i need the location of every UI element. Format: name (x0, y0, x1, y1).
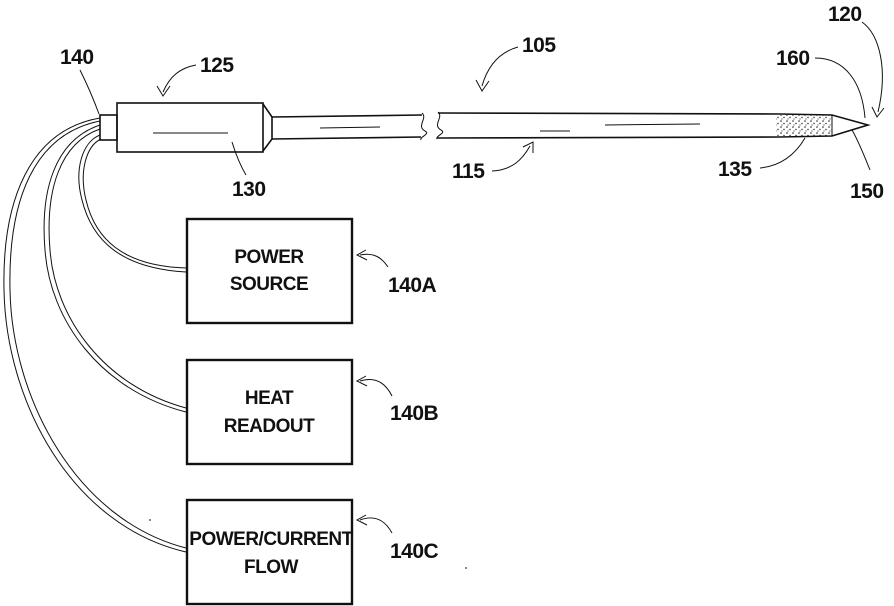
probe-hub (100, 103, 272, 152)
leader-150 (852, 130, 870, 170)
label-150: 150 (850, 180, 884, 203)
label-105: 105 (522, 34, 556, 57)
print-speck (149, 519, 151, 521)
leader-130 (232, 142, 246, 175)
cable-power-current-flow (4, 118, 186, 552)
power-current-flow-line1: POWER/CURRENT (189, 529, 353, 550)
probe-shaft (272, 112, 868, 140)
hub-cap (100, 115, 117, 140)
electrode-region (776, 115, 832, 136)
label-125: 125 (200, 54, 234, 77)
arrow-115 (492, 146, 530, 171)
power-source-box: POWER SOURCE (187, 219, 352, 323)
leader-135 (760, 138, 805, 168)
arrow-140A (360, 254, 388, 267)
cables (4, 118, 186, 552)
label-130: 130 (232, 178, 266, 201)
heat-readout-line1: HEAT (245, 388, 294, 409)
cable-heat-readout (44, 125, 186, 412)
label-140A: 140A (388, 274, 437, 297)
label-140B: 140B (390, 402, 439, 425)
heat-readout-box: HEAT READOUT (187, 360, 352, 464)
print-speck (465, 567, 467, 569)
shaft-break-right (437, 112, 443, 139)
leader-160 (815, 58, 865, 118)
arrow-140B (360, 379, 392, 396)
power-current-flow-box: POWER/CURRENT FLOW (187, 500, 354, 604)
arrow-120 (862, 22, 882, 112)
heat-readout-line2: READOUT (224, 416, 315, 437)
cable-power-source (79, 135, 186, 272)
hub-taper (263, 104, 272, 151)
hub-body (117, 103, 263, 152)
label-115: 115 (452, 160, 485, 183)
reference-numerals: 140 125 105 120 160 130 115 135 150 140A… (60, 3, 884, 563)
arrow-140C (360, 518, 392, 533)
label-160: 160 (776, 47, 810, 70)
arrow-105 (482, 47, 518, 86)
leader-140 (80, 70, 99, 114)
shaft-break-left (421, 113, 427, 140)
power-source-line1: POWER (234, 247, 304, 268)
power-source-line2: SOURCE (230, 274, 308, 295)
label-120: 120 (828, 3, 862, 26)
label-140C: 140C (390, 540, 439, 563)
arrow-125 (163, 65, 196, 92)
label-135: 135 (718, 158, 752, 181)
power-current-flow-line2: FLOW (244, 557, 298, 578)
label-140: 140 (60, 46, 94, 69)
